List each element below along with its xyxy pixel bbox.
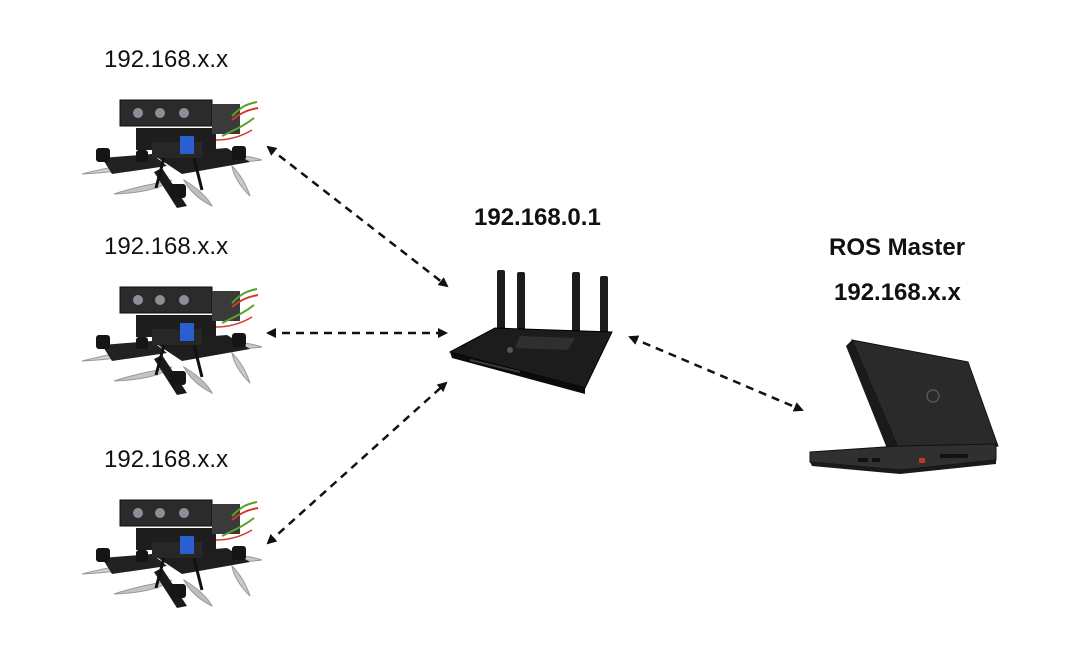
- master-title-label: ROS Master: [829, 234, 966, 261]
- connectors: [266, 145, 804, 545]
- router-ip-label: 192.168.0.1: [474, 204, 601, 231]
- master-ip-label: 192.168.x.x: [834, 279, 961, 306]
- drone-3-image: [80, 498, 264, 610]
- drone-1-ip-label: 192.168.x.x: [104, 46, 229, 73]
- drone-2-ip-label: 192.168.x.x: [104, 233, 229, 260]
- connector-router-master: [628, 335, 804, 412]
- router-image: [448, 270, 613, 394]
- drone-1-image: [80, 98, 264, 210]
- laptop-image: [809, 339, 999, 474]
- connector-drone-3-router: [266, 381, 448, 545]
- connector-drone-1-router: [266, 145, 449, 288]
- drone-2-image: [80, 285, 264, 397]
- drone-3-ip-label: 192.168.x.x: [104, 446, 229, 473]
